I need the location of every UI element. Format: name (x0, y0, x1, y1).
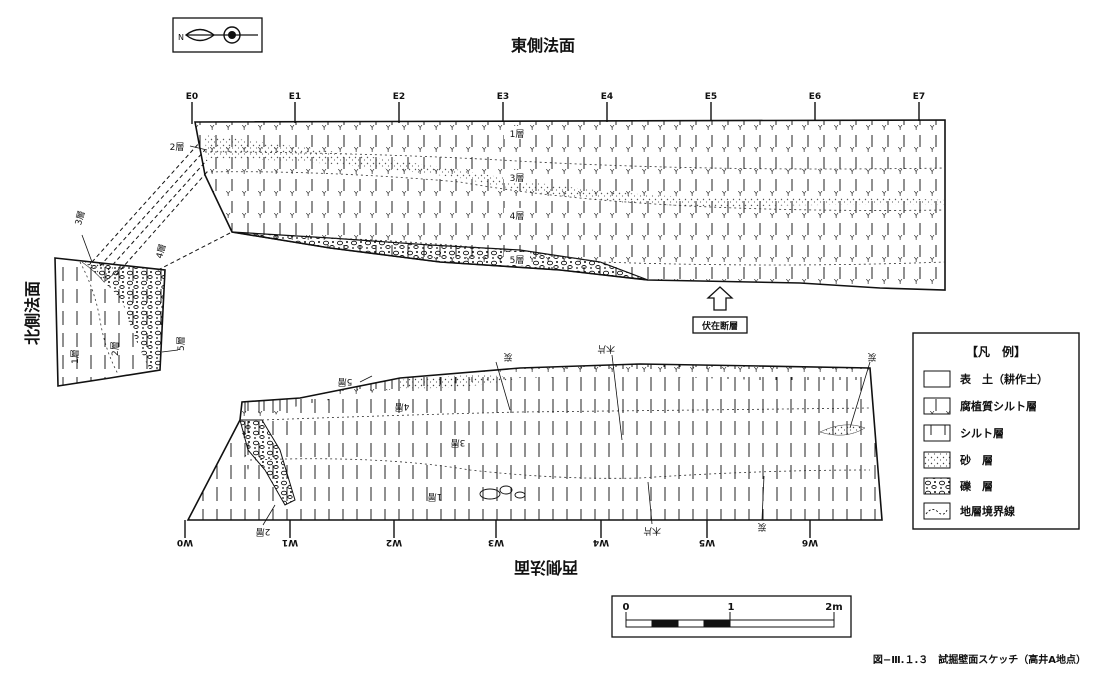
compass-center-icon (223, 26, 241, 44)
east-layer-1-label: 1層 (510, 129, 525, 140)
west-station-marks (184, 520, 811, 538)
north-layer-2-label: 2層 (110, 341, 121, 356)
compass-n-label: N (178, 33, 184, 42)
legend-box (912, 332, 1080, 530)
legend-swatch-silt (923, 424, 951, 442)
legend-item-silt: シルト層 (960, 427, 1004, 440)
station-label-W3: W3 (488, 537, 504, 547)
scale-label-0: 0 (623, 602, 630, 613)
east-layer-3-label: 3層 (510, 173, 525, 184)
legend-item-topsoil: 表 土（耕作土） (959, 372, 1048, 386)
east-face-title: 東側法面 (511, 36, 575, 55)
legend-swatch-sand (923, 451, 951, 469)
west-note-wood-2: 木片 (643, 525, 661, 537)
scale-label-1: 1 (728, 602, 735, 613)
station-label-W6: W6 (802, 537, 818, 547)
station-label-E1: E1 (289, 92, 301, 102)
correlation-lines (91, 141, 233, 276)
station-label-E4: E4 (601, 92, 613, 102)
east-station-marks (191, 102, 920, 124)
west-note-charcoal-3: 炭 (757, 521, 766, 532)
fault-label-box (692, 316, 748, 334)
legend-swatch-topsoil (923, 370, 951, 388)
east-face-section (194, 119, 946, 291)
station-label-E2: E2 (393, 92, 405, 102)
west-layer-1-label: 1層 (428, 491, 443, 502)
legend-item-humic-silt: 腐植質シルト層 (960, 399, 1037, 413)
legend-item-gravel: 礫 層 (960, 479, 993, 493)
east-layer-2-label: 2層 (170, 142, 185, 153)
west-note-charcoal-2: 炭 (867, 351, 876, 362)
station-label-E0: E0 (186, 92, 198, 102)
legend-title: 【凡 例】 (966, 344, 1026, 359)
station-label-E3: E3 (497, 92, 509, 102)
north-layer-4-label: 4層 (154, 243, 168, 260)
fault-arrow-icon (706, 286, 734, 311)
station-label-W4: W4 (593, 537, 609, 547)
station-label-E6: E6 (809, 92, 821, 102)
west-layer-2-label: 2層 (256, 526, 271, 537)
east-layer-4-label: 4層 (510, 211, 525, 222)
figure-caption: 図−Ⅲ.１.３ 試掘壁面スケッチ（高井A地点） (873, 653, 1086, 666)
west-layer-4-label: 4層 (395, 401, 410, 412)
station-label-W2: W2 (386, 537, 402, 547)
scale-label-2m: 2m (825, 602, 842, 613)
west-face-title: 西側法面 (514, 558, 578, 577)
west-layer-3-label: 3層 (451, 437, 466, 448)
legend-item-boundary: 地層境界線 (960, 504, 1015, 518)
station-label-E7: E7 (913, 92, 925, 102)
station-label-W5: W5 (699, 537, 715, 547)
fault-label: 伏在断層 (702, 320, 738, 332)
east-layer-5-label: 5層 (510, 255, 525, 266)
compass-box: N (172, 17, 263, 53)
north-layer-3-label: 3層 (73, 209, 87, 226)
legend-item-sand: 砂 層 (960, 453, 993, 467)
west-layer-5-label: 5層 (338, 376, 353, 387)
north-layer-5-label: 5層 (176, 336, 187, 351)
station-label-E5: E5 (705, 92, 717, 102)
legend-swatch-humic-silt (923, 397, 951, 415)
north-face-title: 北側法面 (23, 281, 42, 345)
station-label-W0: W0 (177, 537, 193, 547)
north-face-section (54, 257, 166, 387)
scale-bar (611, 595, 852, 638)
north-layer-1-label: 1層 (70, 349, 81, 364)
station-label-W1: W1 (282, 537, 298, 547)
legend-swatch-gravel (923, 477, 951, 495)
west-note-wood-1: 木片 (597, 343, 615, 355)
west-note-charcoal-1: 炭 (503, 351, 512, 362)
west-face-section (186, 363, 883, 521)
